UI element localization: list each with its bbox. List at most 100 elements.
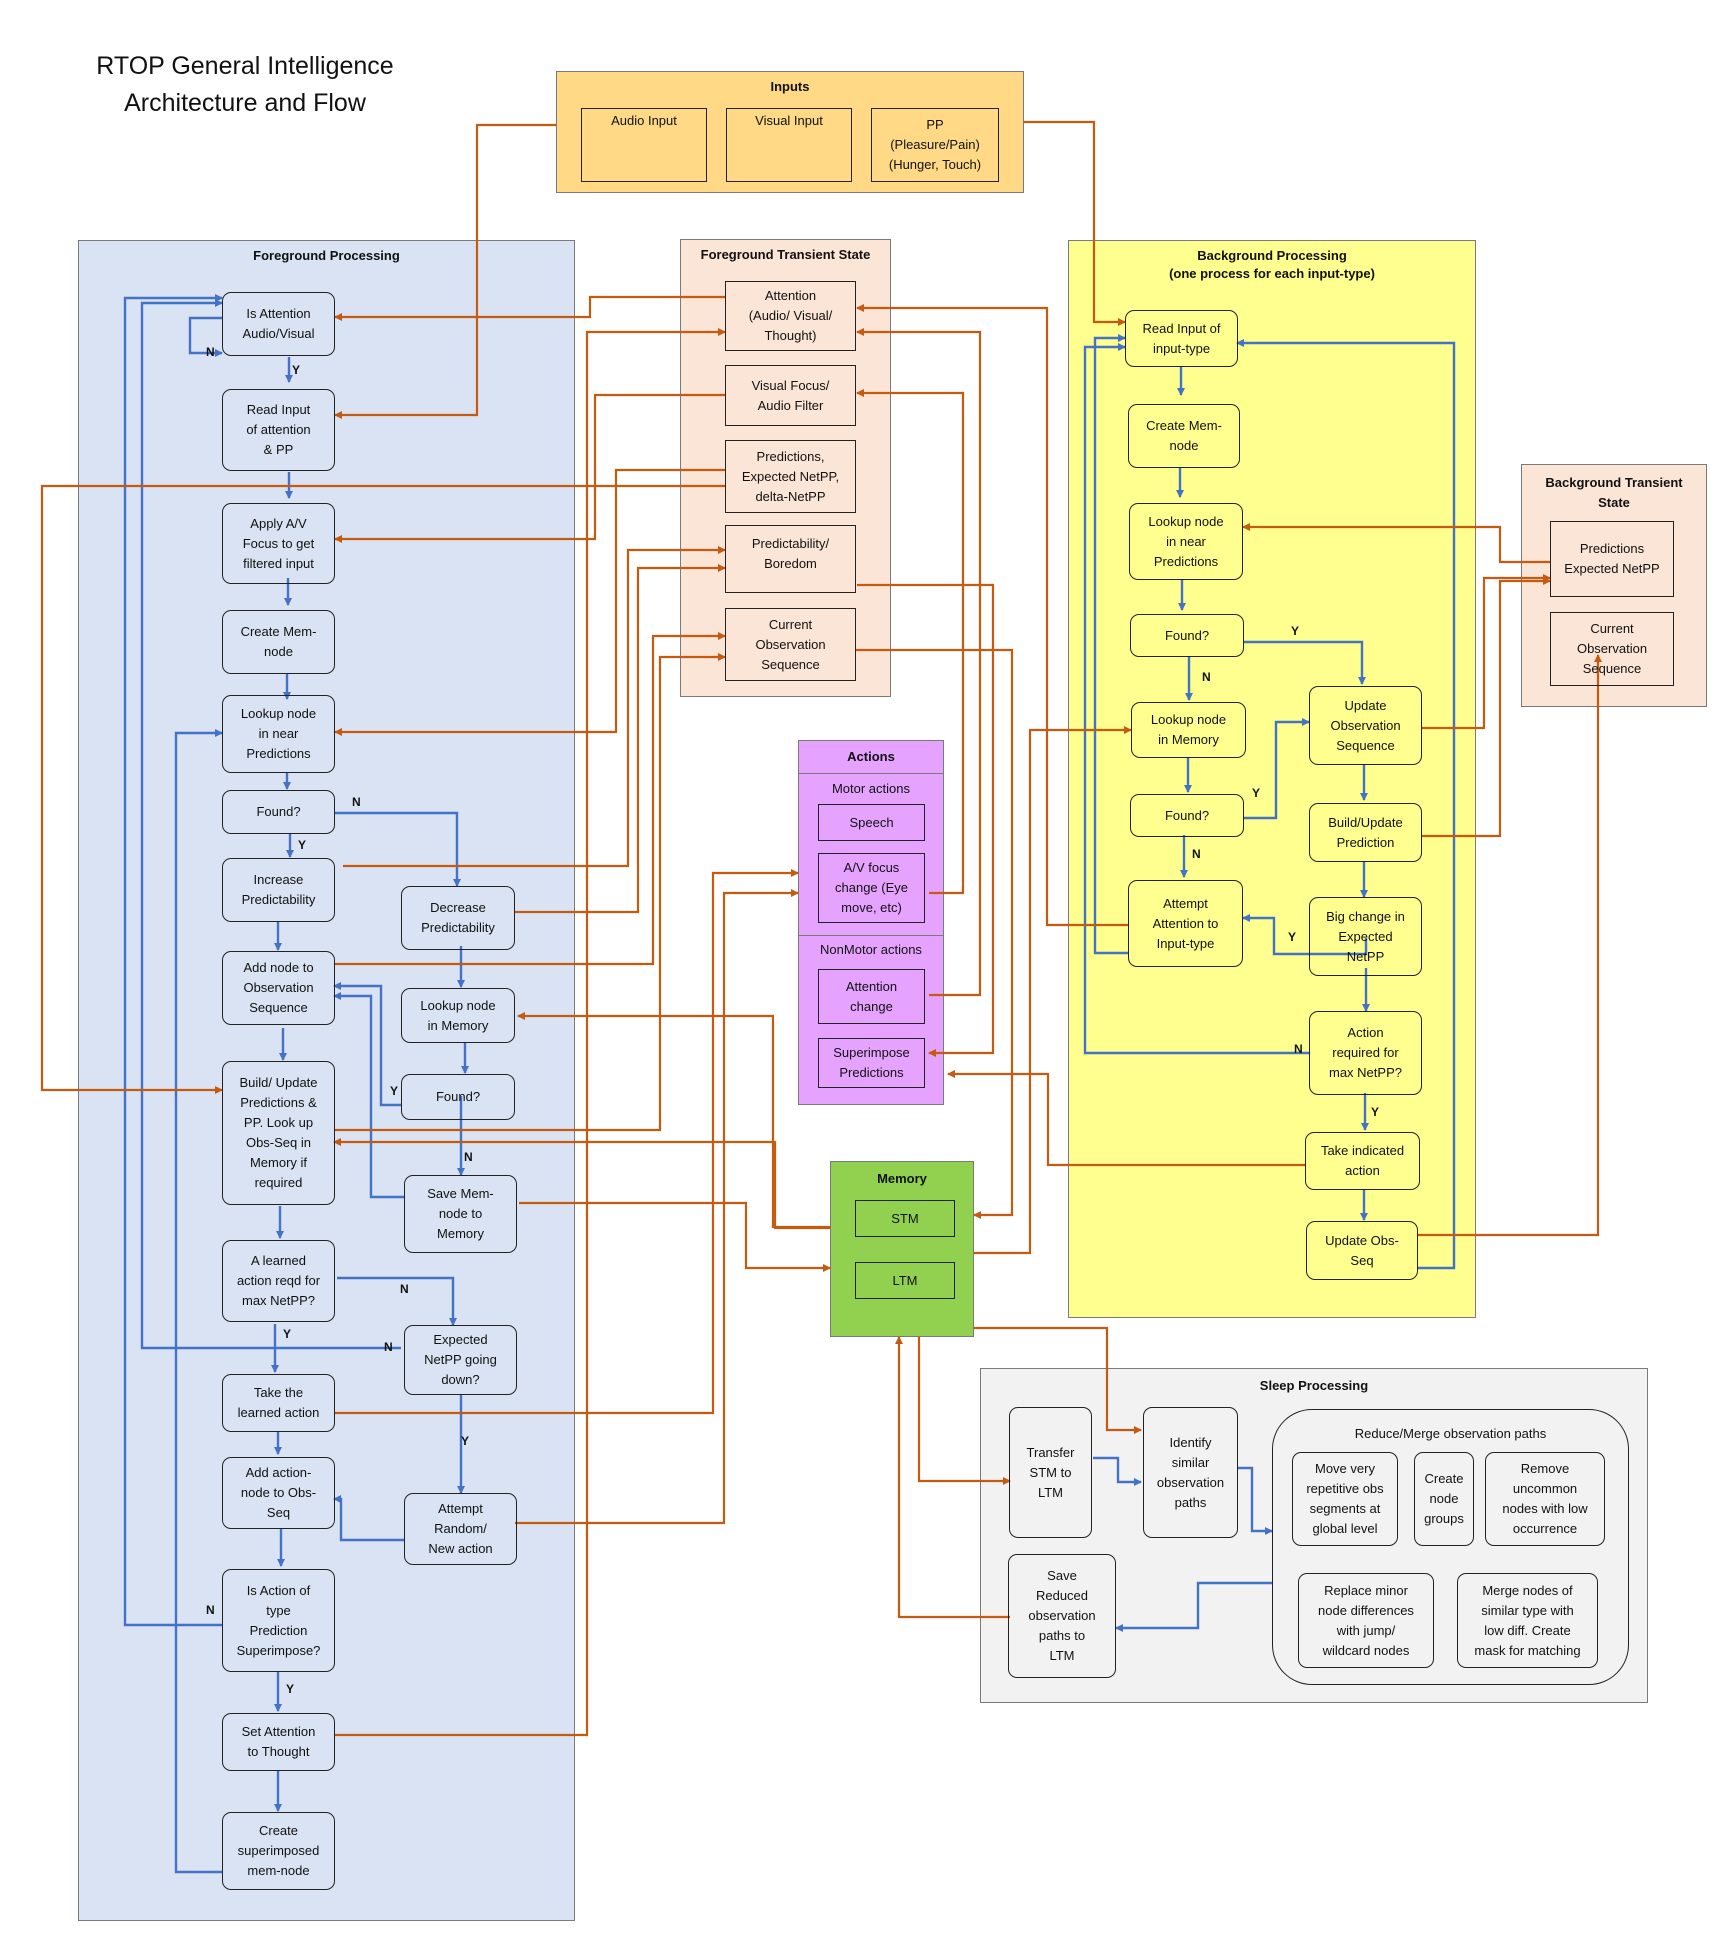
pp-input-label: PP (Pleasure/Pain) (Hunger, Touch) <box>888 117 982 172</box>
bg-update-obs-seq-label: Update Obs- Seq <box>1325 1232 1399 1268</box>
data-lookup-memory-to-stm <box>517 1012 830 1229</box>
sleep-remove-uncommon-label: Remove uncommon nodes with low occurrenc… <box>1502 1461 1588 1536</box>
fg-found-2-label: Found? <box>435 1089 481 1104</box>
sleep-identify-paths: Identify similar observation paths <box>1143 1407 1238 1538</box>
pp-input-box: PP (Pleasure/Pain) (Hunger, Touch) <box>871 108 999 182</box>
label-n-bg-found2: N <box>1192 847 1201 861</box>
fg-is-attention: Is Attention Audio/Visual <box>222 292 335 356</box>
sleep-move-repetitive: Move very repetitive obs segments at glo… <box>1292 1452 1398 1546</box>
fg-expected-label: Expected NetPP going down? <box>424 1332 497 1387</box>
data-preds-to-build <box>40 484 725 1094</box>
fg-learned-label: A learned action reqd for max NetPP? <box>236 1253 321 1308</box>
label-n-bg-action: N <box>1294 1042 1303 1056</box>
bg-create-mem-label: Create Mem- node <box>1146 418 1222 453</box>
action-attention-change: Attention change <box>818 969 925 1024</box>
transient-visual-focus-label: Visual Focus/ Audio Filter <box>751 377 830 413</box>
fg-apply-focus: Apply A/V Focus to get filtered input <box>222 503 335 584</box>
inputs-title: Inputs <box>770 79 810 94</box>
background-processing-panel: Background Processing (one process for e… <box>1068 240 1476 1318</box>
label-y-bg-action: Y <box>1371 1105 1380 1119</box>
fg-increase-label: Increase Predictability <box>241 872 316 907</box>
sleep-move-repetitive-label: Move very repetitive obs segments at glo… <box>1306 1461 1384 1536</box>
fg-add-action-node: Add action- node to Obs- Seq <box>222 1457 335 1529</box>
data-bg-update-to-current <box>1422 574 1551 730</box>
fg-add-obs-label: Add node to Observation Sequence <box>243 960 314 1015</box>
fg-add-node-obs: Add node to Observation Sequence <box>222 951 335 1025</box>
flow-bg-action-no <box>1083 343 1309 1055</box>
transient-title: Foreground Transient State <box>700 247 871 262</box>
bg-take-indicated-action: Take indicated action <box>1305 1132 1420 1190</box>
fg-take-learned-action: Take the learned action <box>222 1374 335 1432</box>
data-add-to-current <box>334 632 726 966</box>
transient-predictability: Predictability/ Boredom <box>725 525 856 593</box>
data-attempt-to-av <box>515 889 799 1525</box>
action-superimpose-label: Superimpose Predictions <box>833 1045 910 1080</box>
visual-input-label: Visual Input <box>755 113 823 128</box>
fg-is-superimpose-label: Is Action of type Prediction Superimpose… <box>236 1582 321 1658</box>
fg-build-update-predictions: Build/ Update Predictions & PP. Look up … <box>222 1061 335 1205</box>
data-memory-to-identify <box>974 1326 1142 1434</box>
fg-found-2: Found? <box>401 1074 515 1120</box>
bg-found-1-label: Found? <box>1164 627 1210 643</box>
sleep-replace-minor-label: Replace minor node differences with jump… <box>1318 1582 1414 1658</box>
fg-set-attention-label: Set Attention to Thought <box>241 1724 316 1759</box>
sleep-transfer-label: Transfer STM to LTM <box>1026 1444 1075 1500</box>
bg-transient-predictions-label: Predictions Expected NetPP <box>1564 541 1660 576</box>
flow-attempt-add <box>333 1495 404 1542</box>
sleep-title: Sleep Processing <box>1259 1378 1369 1393</box>
flow-bg-found-yes <box>1244 640 1366 685</box>
data-audio-to-read <box>334 123 556 419</box>
fg-create-superimposed: Create superimposed mem-node <box>222 1812 335 1890</box>
bg-action-required: Action required for max NetPP? <box>1309 1011 1422 1095</box>
label-y-expected: Y <box>461 1434 470 1448</box>
label-y-superimpose: Y <box>286 1682 295 1696</box>
fg-read-input-label: Read Input of attention & PP <box>246 402 311 457</box>
data-bg-updseq-to-current <box>1418 654 1602 1237</box>
data-bg-attempt-to-attention <box>856 304 1128 927</box>
memory-stm: STM <box>855 1200 955 1237</box>
fg-create-superimposed-label: Create superimposed mem-node <box>237 1823 320 1878</box>
bg-found-2-label: Found? <box>1164 807 1210 823</box>
foreground-title: Foreground Processing <box>253 248 400 263</box>
flow-attention-n-loop <box>188 316 223 357</box>
label-n-superimpose: N <box>206 1603 215 1617</box>
fg-increase-predictability: Increase Predictability <box>222 858 335 922</box>
background-title-2: (one process for each input-type) <box>1169 266 1375 281</box>
fg-lookup-mem-label: Lookup node in Memory <box>420 997 496 1033</box>
fg-expected-netpp-down: Expected NetPP going down? <box>404 1325 517 1395</box>
sleep-remove-uncommon: Remove uncommon nodes with low occurrenc… <box>1485 1452 1605 1546</box>
data-av-focus-to-visual <box>856 389 965 895</box>
flow-learned-no <box>337 1276 457 1326</box>
action-av-focus-label: A/V focus change (Eye move, etc) <box>835 860 908 915</box>
label-y-learned: Y <box>283 1327 292 1341</box>
fg-apply-focus-label: Apply A/V Focus to get filtered input <box>242 515 315 571</box>
bg-lookup-pred-label: Lookup node in near Predictions <box>1148 513 1224 569</box>
background-title-1: Background Processing <box>1197 248 1347 263</box>
bg-build-prediction: Build/Update Prediction <box>1309 803 1422 862</box>
memory-panel: Memory <box>830 1161 974 1337</box>
fg-build-update-label: Build/ Update Predictions & PP. Look up … <box>239 1075 318 1190</box>
bg-transient-predictions: Predictions Expected NetPP <box>1550 521 1674 597</box>
fg-add-action-label: Add action- node to Obs- Seq <box>240 1465 317 1520</box>
data-decrease-to-predictability <box>515 564 726 914</box>
data-save-to-ltm <box>895 1336 1010 1619</box>
data-attention-to-is <box>334 295 725 321</box>
data-take-to-speech <box>334 869 799 1415</box>
sleep-reduce-merge-group: Reduce/Merge observation paths <box>1272 1409 1629 1685</box>
fg-lookup-pred-label: Lookup node in near Predictions <box>240 706 317 761</box>
label-n-attention: N <box>206 345 215 359</box>
data-current-to-stm <box>855 648 1014 1219</box>
bg-lookup-mem-label: Lookup node in Memory <box>1150 712 1227 747</box>
label-y-bg-found2: Y <box>1252 786 1261 800</box>
bg-read-input-label: Read Input of input-type <box>1142 320 1221 356</box>
bg-big-change-netpp: Big change in Expected NetPP <box>1309 897 1422 976</box>
fg-decrease-predictability: Decrease Predictability <box>401 886 515 950</box>
flow-bg-big-change <box>1242 914 1368 956</box>
motor-actions-label: Motor actions <box>831 781 911 796</box>
fg-attempt-random-action: Attempt Random/ New action <box>404 1493 517 1565</box>
bg-attempt-attention-label: Attempt Attention to Input-type <box>1152 895 1219 951</box>
bg-update-observation: Update Observation Sequence <box>1309 686 1422 765</box>
label-n-expected: N <box>384 1340 393 1354</box>
bg-action-required-label: Action required for max NetPP? <box>1329 1025 1402 1080</box>
